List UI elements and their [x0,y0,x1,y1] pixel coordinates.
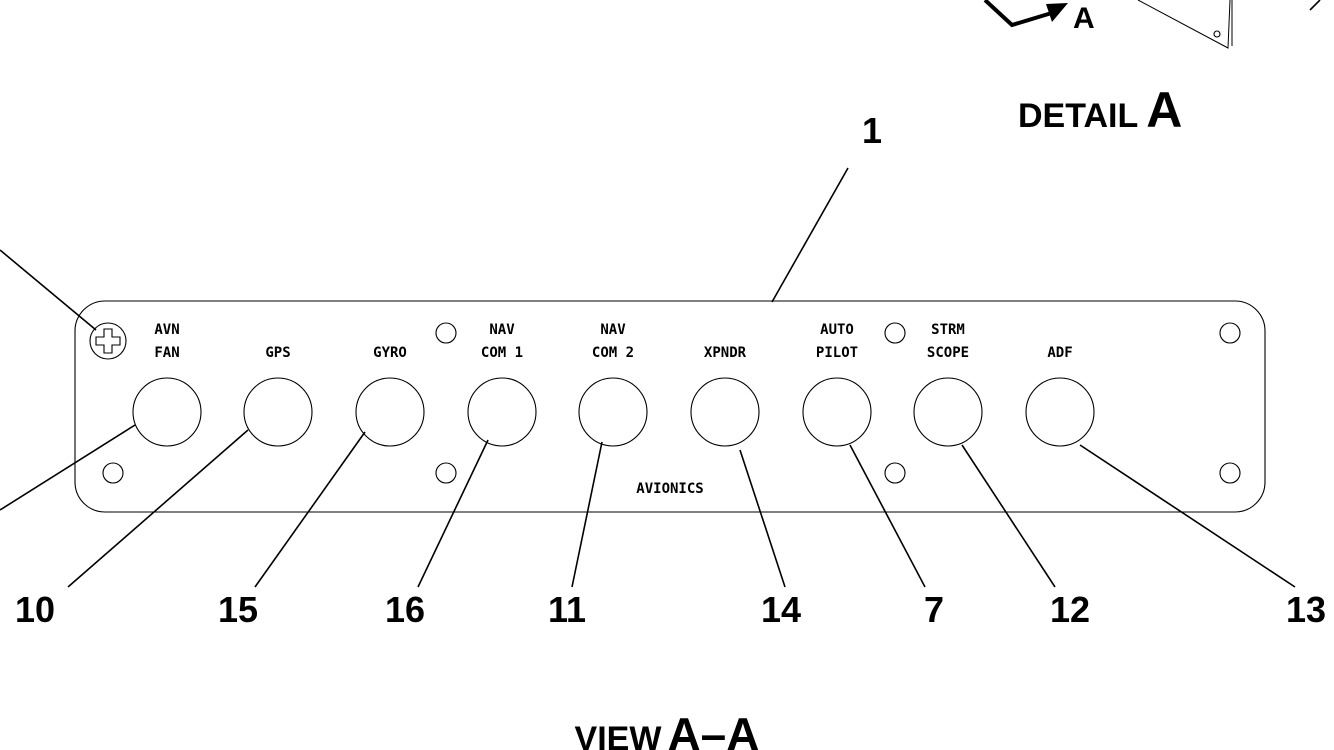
callout-number: 10 [15,589,55,630]
view-arrow [983,0,1056,28]
switch-0[interactable]: AVN FAN [132,322,202,447]
avionics-panel [74,300,1266,513]
leader-line [67,429,249,588]
switch-label-line2: FAN [154,345,179,361]
mounting-hole [435,462,457,484]
screw [89,322,127,360]
switch-hole[interactable] [132,377,202,447]
leader-line [849,444,926,588]
switch-label-line2: GYRO [373,345,407,361]
mounting-hole [435,322,457,344]
panel-name-label: AVIONICS [636,481,703,497]
leader-line [0,424,136,511]
leader-line [0,249,97,331]
switch-6[interactable]: AUTO PILOT [802,322,872,447]
switch-8[interactable]: ADF [1025,345,1095,447]
switch-hole[interactable] [467,377,537,447]
leader-line [254,431,366,588]
switch-1[interactable]: GPS [243,345,313,447]
switch-label-line2: PILOT [816,345,858,361]
callout-number: 14 [761,589,801,630]
switch-label-line1: AVN [154,322,179,338]
detail-plate [1137,0,1231,49]
callout-number: 7 [924,589,944,630]
callout-number: 1 [862,110,882,151]
leader-line [571,441,603,588]
switch-7[interactable]: STRM SCOPE [913,322,983,447]
arrow-head-icon [1046,3,1068,22]
mounting-hole [1219,462,1241,484]
switch-label-line1: NAV [489,322,515,338]
switch-label-line1: AUTO [820,322,854,338]
plate-fragment [1309,0,1321,11]
switch-2[interactable]: GYRO [355,345,425,447]
arrow-letter: A [1073,2,1095,35]
switch-label-line2: SCOPE [927,345,969,361]
callout-number: 11 [548,589,586,630]
mounting-hole [884,322,906,344]
callout-number: 13 [1286,589,1326,630]
switch-label-line2: GPS [265,345,290,361]
mounting-hole [102,462,124,484]
switch-hole[interactable] [1025,377,1095,447]
leader-line [771,167,849,303]
switch-hole[interactable] [578,377,648,447]
callout-number: 15 [218,589,258,630]
switch-label-line1: STRM [931,322,965,338]
mounting-hole [884,462,906,484]
callout-number: 12 [1050,589,1090,630]
mounting-hole [1219,322,1241,344]
leader-line [1079,444,1296,588]
switch-3[interactable]: NAV COM 1 [467,322,537,447]
switch-label-line1: NAV [600,322,626,338]
leader-line [417,439,489,588]
switch-label-line2: XPNDR [704,345,747,361]
switch-5[interactable]: XPNDR [690,345,760,447]
switch-label-line2: COM 1 [481,345,523,361]
callout-number: 16 [385,589,425,630]
switch-label-line2: COM 2 [592,345,634,361]
switch-4[interactable]: NAV COM 2 [578,322,648,447]
switch-hole[interactable] [802,377,872,447]
plate-hole [1213,30,1221,38]
leader-line [961,444,1056,588]
leader-line [739,449,786,588]
phillips-cross-icon [95,328,121,354]
switch-hole[interactable] [243,377,313,447]
switch-hole[interactable] [913,377,983,447]
switch-label-line2: ADF [1047,345,1072,361]
switch-hole[interactable] [355,377,425,447]
switch-hole[interactable] [690,377,760,447]
